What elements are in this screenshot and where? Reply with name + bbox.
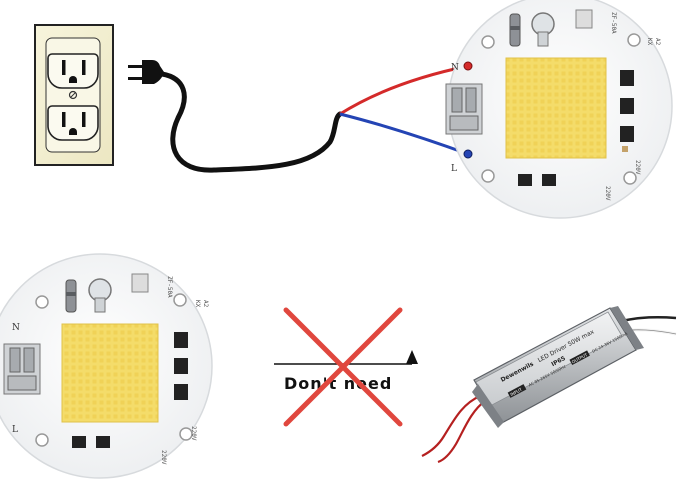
mount-hole-icon xyxy=(35,433,49,447)
terminal-block-icon xyxy=(445,83,483,135)
led-chip-top: N L ZF-50A KX A2 220V 220V xyxy=(445,0,673,219)
terminal-block-icon xyxy=(3,343,41,395)
led-chip-bottom: N L ZF-50A KX A2 220V 220V xyxy=(0,253,213,479)
warning-triangle-icon xyxy=(406,350,418,364)
smd-chip-icon xyxy=(174,384,188,400)
wire-neutral xyxy=(339,112,469,156)
wall-outlet-icon xyxy=(34,24,114,166)
smd-chip-icon xyxy=(620,126,634,142)
chip-code-label: KX xyxy=(194,300,201,308)
led-array xyxy=(505,57,607,159)
terminal-label-n: N xyxy=(12,323,20,333)
voltage-label: 220V xyxy=(604,186,611,201)
terminal-label-l: L xyxy=(12,425,18,435)
smd-chip-icon xyxy=(620,98,634,114)
two-prong-plug-icon xyxy=(128,60,164,84)
chip-code-label: KX xyxy=(646,38,653,46)
smd-chip-icon xyxy=(96,436,110,448)
mount-hole-icon xyxy=(179,427,193,441)
chip-model-label: ZF-50A xyxy=(610,12,617,34)
power-cord xyxy=(159,71,343,173)
capacitor-icon xyxy=(131,273,149,293)
smd-chip-icon xyxy=(174,358,188,374)
chip-code-b-label: A2 xyxy=(202,300,209,308)
mount-hole-icon xyxy=(173,293,187,307)
led-array xyxy=(61,323,159,423)
chip-model-label: ZF-50A xyxy=(166,276,173,298)
socket-top-icon xyxy=(47,53,99,89)
led-driver: Dewenwils LED Driver 50W max IP65 INPUT … xyxy=(421,306,677,464)
mount-hole-icon xyxy=(35,295,49,309)
smd-chip-icon xyxy=(620,70,634,86)
neutral-solder-pad xyxy=(463,149,473,159)
smd-chip-icon xyxy=(518,174,532,186)
dont-need-caption: Don't need xyxy=(284,374,392,393)
voltage-label: 220V xyxy=(190,426,197,441)
driver-input-tag: INPUT xyxy=(509,387,523,397)
terminal-label-l: L xyxy=(451,164,457,174)
terminal-label-n: N xyxy=(451,63,459,73)
mount-hole-icon xyxy=(627,33,641,47)
capacitor-icon xyxy=(575,9,593,29)
smd-chip-icon xyxy=(542,174,556,186)
smd-chip-icon xyxy=(174,332,188,348)
live-solder-pad xyxy=(463,61,473,71)
mount-hole-icon xyxy=(481,35,495,49)
red-x-icon xyxy=(283,307,403,427)
mount-hole-icon xyxy=(481,169,495,183)
mount-hole-icon xyxy=(623,171,637,185)
chip-code-b-label: A2 xyxy=(654,38,661,46)
voltage-label: 220V xyxy=(634,160,641,175)
socket-bottom-icon xyxy=(47,105,99,141)
outlet-screw-icon xyxy=(68,90,78,100)
smd-chip-icon xyxy=(72,436,86,448)
wire-live xyxy=(339,64,469,116)
voltage-label: 220V xyxy=(160,450,167,465)
dont-need-mark: Don't need xyxy=(274,307,418,427)
